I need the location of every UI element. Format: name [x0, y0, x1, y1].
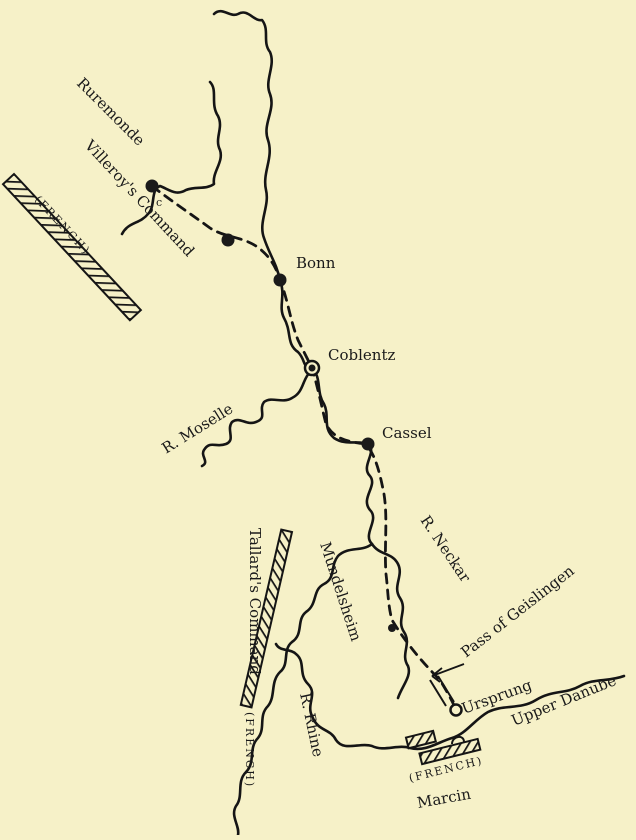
marcin-bar-large — [418, 737, 482, 766]
town-coblentz-center — [308, 364, 316, 372]
town-mundelsheim — [388, 624, 396, 632]
rhine-river-lower — [232, 542, 374, 837]
label-neckar: R. Neckar — [417, 512, 475, 586]
moselle-river — [200, 370, 312, 468]
label-route-marker: c — [156, 196, 164, 209]
label-ruremonde: Ruremonde — [73, 74, 148, 149]
label-marcin: Marcin — [416, 785, 473, 812]
town-unnamed — [221, 233, 235, 247]
town-bonn — [273, 273, 287, 287]
rhine-river-middle — [310, 366, 375, 546]
label-cassel: Cassel — [382, 424, 432, 442]
label-pass-geislingen: Pass of Geislingen — [457, 561, 578, 661]
danube-tributary — [274, 642, 314, 718]
marcin-hook — [451, 736, 465, 745]
marcin-bar-small — [404, 729, 438, 750]
rhine-river-upper — [212, 9, 314, 370]
villeroy-command-bar — [1, 172, 143, 322]
tallard-command-bar — [239, 528, 294, 709]
danube-river — [310, 674, 626, 751]
label-moselle: R. Moselle — [159, 400, 237, 458]
label-tallard-nation: (FRENCH) — [243, 712, 256, 788]
label-rhine: R. Rhine — [296, 691, 327, 759]
march-route — [150, 184, 458, 712]
pass-arrow — [431, 663, 465, 683]
label-coblentz: Coblentz — [328, 346, 395, 364]
town-ursprung — [449, 703, 463, 717]
town-cassel — [361, 437, 375, 451]
label-tallard-command: Tallard's Command — [246, 528, 264, 675]
meuse-river — [120, 80, 223, 236]
town-ruremonde — [145, 179, 159, 193]
pass-marker — [429, 675, 455, 707]
label-villeroy-command: Villeroy's Command — [80, 136, 198, 261]
neckar-river — [370, 542, 411, 700]
label-bonn: Bonn — [296, 254, 336, 272]
